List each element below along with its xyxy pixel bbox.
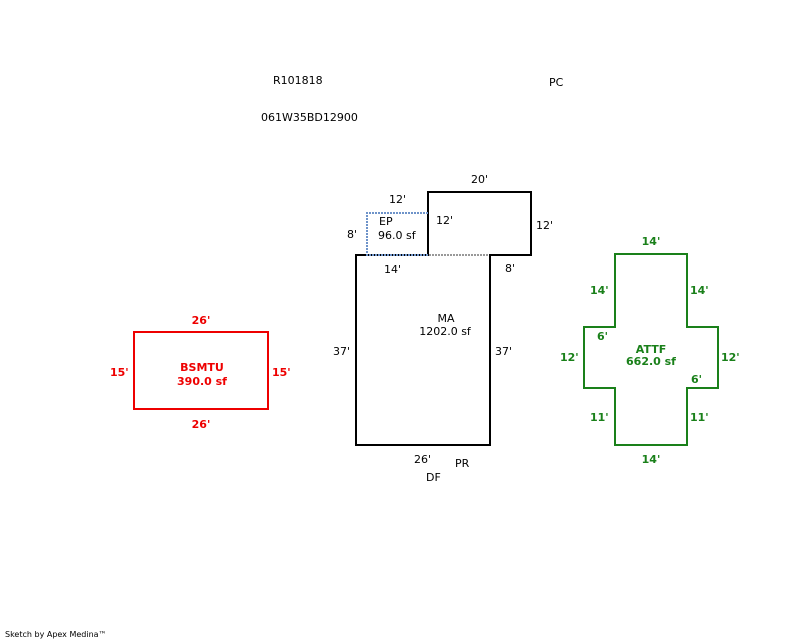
attic-outline	[583, 253, 719, 446]
dim-main-right: 37'	[495, 345, 512, 358]
dim-attic-right: 12'	[721, 351, 740, 364]
map-tax-lot: 061W35BD12900	[261, 111, 358, 124]
basement-shape	[133, 331, 269, 410]
dim-basement-bottom: 26'	[192, 418, 211, 431]
dim-porch-top: 12'	[389, 193, 406, 206]
porch-label: EP	[379, 215, 393, 228]
dim-top-left: 14'	[384, 263, 401, 276]
attic-shape	[583, 253, 719, 446]
dim-top-right: 8'	[505, 262, 515, 275]
code-pc: PC	[549, 76, 564, 89]
main-area-size: 1202.0 sf	[419, 325, 472, 338]
dim-attic-lower-left: 11'	[590, 411, 609, 424]
dim-porch-left: 8'	[347, 228, 357, 241]
dim-basement-right: 15'	[272, 366, 291, 379]
dim-upper-left: 12'	[436, 214, 453, 227]
dim-attic-upper-right: 14'	[690, 284, 709, 297]
basement-area: 390.0 sf	[177, 375, 227, 388]
dim-attic-arm-top-left: 6'	[597, 330, 608, 343]
basement-label: BSMTU	[180, 361, 224, 374]
dim-main-bottom: 26'	[414, 453, 431, 466]
basement-outline	[133, 331, 269, 410]
dim-attic-left: 12'	[560, 351, 579, 364]
parcel-id: R101818	[273, 74, 323, 87]
porch-shape	[366, 212, 428, 256]
dim-attic-lower-right: 11'	[690, 411, 709, 424]
dim-attic-arm-bottom-right: 6'	[691, 373, 702, 386]
dim-upper-right: 12'	[536, 219, 553, 232]
attic-area: 662.0 sf	[626, 355, 676, 368]
dim-attic-top: 14'	[642, 235, 661, 248]
note-pr: PR	[455, 457, 470, 470]
dim-attic-upper-left: 14'	[590, 284, 609, 297]
dim-main-left: 37'	[333, 345, 350, 358]
dim-upper-top: 20'	[471, 173, 488, 186]
note-df: DF	[426, 471, 441, 484]
dim-attic-bottom: 14'	[642, 453, 661, 466]
porch-outline	[366, 212, 428, 256]
dim-basement-left: 15'	[110, 366, 129, 379]
porch-area: 96.0 sf	[378, 229, 417, 242]
attic-label: ATTF	[636, 343, 666, 356]
main-area-label: MA	[437, 312, 454, 325]
footer-credit: Sketch by Apex Medina™	[5, 630, 107, 639]
dim-basement-top: 26'	[192, 314, 211, 327]
